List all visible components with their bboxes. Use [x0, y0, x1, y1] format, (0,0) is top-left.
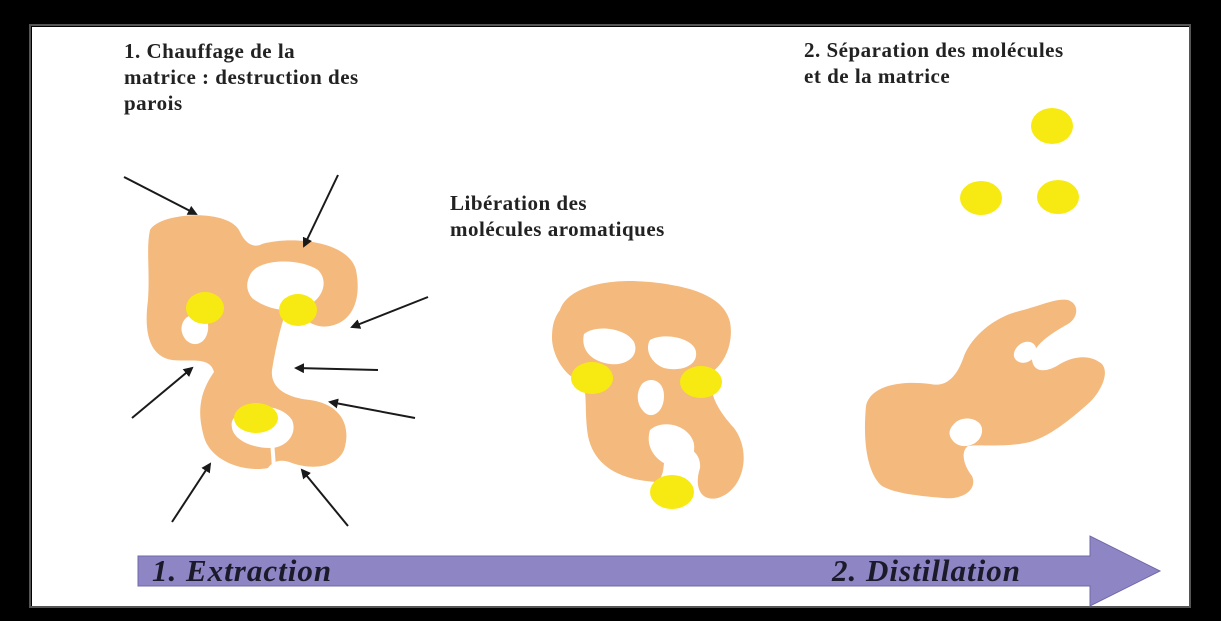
stage3-molecule-top	[1031, 108, 1073, 144]
stage3-matrix-piece	[865, 300, 1105, 499]
heat-arrow-bottom-left	[172, 464, 210, 522]
distillation-label: 2. Distillation	[832, 553, 1021, 589]
heat-arrow-left	[132, 368, 192, 418]
stage3-group	[865, 108, 1105, 498]
heat-arrow-top-left	[124, 177, 196, 214]
stage3-molecule-left	[960, 181, 1002, 215]
heat-arrow-top	[304, 175, 338, 246]
heat-arrow-bottom-right	[302, 470, 348, 526]
stage1-matrix-group	[147, 215, 358, 469]
stage2-molecule-bottom	[650, 475, 694, 509]
liberation-label: Libération des molécules aromatiques	[450, 190, 770, 242]
stage1-molecule-left	[186, 292, 224, 324]
step2-separation-label: 2. Séparation des molécules et de la mat…	[804, 37, 1184, 89]
extraction-label: 1. Extraction	[152, 553, 332, 589]
stage1-molecule-bottom	[234, 403, 278, 433]
heat-arrow-right-upper	[352, 297, 428, 327]
heat-arrow-right-lower	[330, 402, 415, 418]
stage2-molecule-left	[571, 362, 613, 394]
heat-arrow-right-middle	[296, 368, 378, 370]
step1-heating-label: 1. Chauffage de la matrice : destruction…	[124, 38, 484, 116]
stage1-crack	[272, 440, 274, 468]
stage3-molecule-right	[1037, 180, 1079, 214]
stage1-molecule-right	[279, 294, 317, 326]
stage2-molecule-right	[680, 366, 722, 398]
stage2-matrix-group	[552, 281, 744, 509]
